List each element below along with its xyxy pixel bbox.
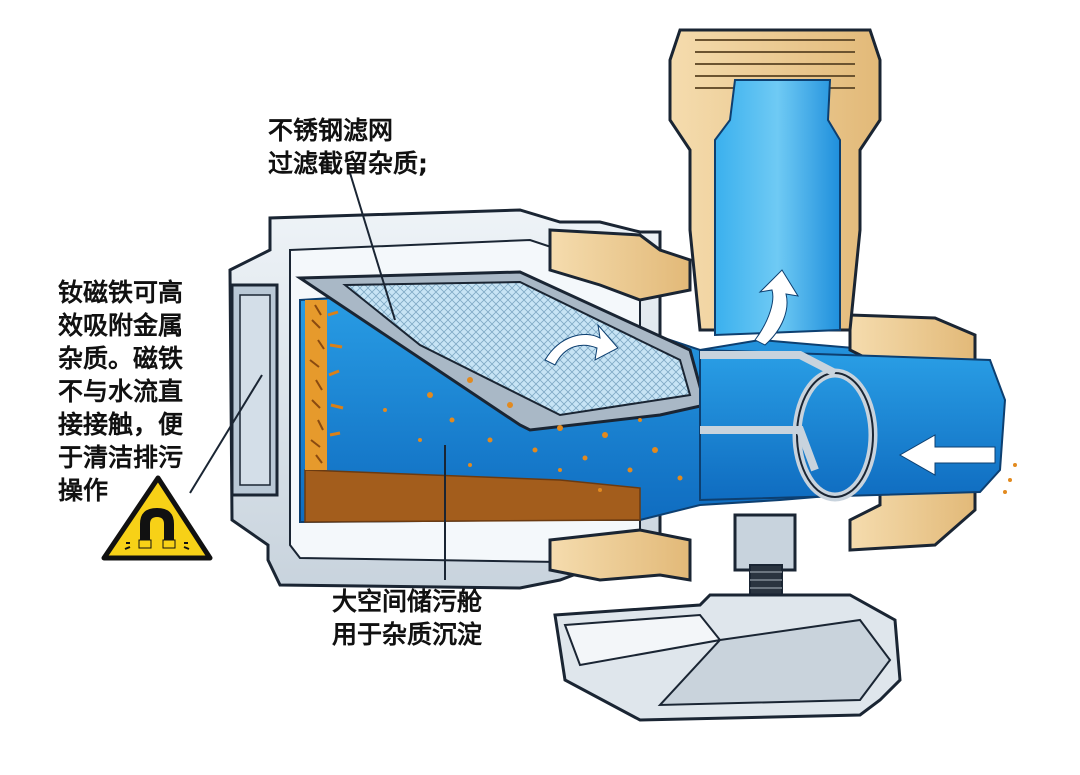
sediment-chamber-label-line-1: 大空间储污舱	[332, 587, 483, 616]
mesh-leader-line	[349, 172, 396, 321]
magnet-leader-line	[189, 374, 263, 494]
mesh-filter-label: 不锈钢滤网 过滤截留杂质;	[268, 114, 428, 180]
mesh-filter-label-line-1: 不锈钢滤网	[268, 116, 394, 145]
sediment-chamber-label: 大空间储污舱 用于杂质沉淀	[332, 585, 482, 651]
leader-lines	[189, 172, 446, 580]
magnet-label: 钕磁铁可高 效吸附金属 杂质。磁铁 不与水流直 接接触，便 于清洁排污 操作	[58, 276, 183, 507]
magnet-label-line-1: 钕磁铁可高	[58, 278, 184, 307]
flow-outlet-arrow-icon	[754, 269, 800, 346]
sediment-chamber-label-line-2: 用于杂质沉淀	[332, 620, 483, 649]
magnet-label-line-2: 效吸附金属	[58, 311, 184, 340]
magnet-label-line-4: 不与水流直	[58, 377, 184, 406]
flow-filter-arrow-icon	[544, 323, 619, 366]
end-cap	[230, 283, 279, 497]
mesh-filter-label-line-2: 过滤截留杂质;	[268, 149, 428, 178]
stainless-mesh-filter	[295, 270, 707, 432]
drain-handle	[553, 593, 902, 722]
flow-inlet-arrow-icon	[898, 434, 996, 476]
magnet-warning-icon	[101, 475, 213, 561]
magnet-label-line-3: 杂质。磁铁	[58, 344, 184, 373]
magnet-label-line-6: 于清洁排污	[58, 443, 184, 472]
magnet-label-line-7: 操作	[58, 476, 109, 505]
flow-diverter-ring	[700, 351, 878, 502]
drain-valve	[733, 513, 797, 601]
magnet-label-line-5: 接接触，便	[58, 410, 184, 439]
magnet-debris-cluster	[305, 300, 344, 470]
inlet-water	[699, 348, 1007, 502]
outlet-water	[714, 79, 841, 337]
